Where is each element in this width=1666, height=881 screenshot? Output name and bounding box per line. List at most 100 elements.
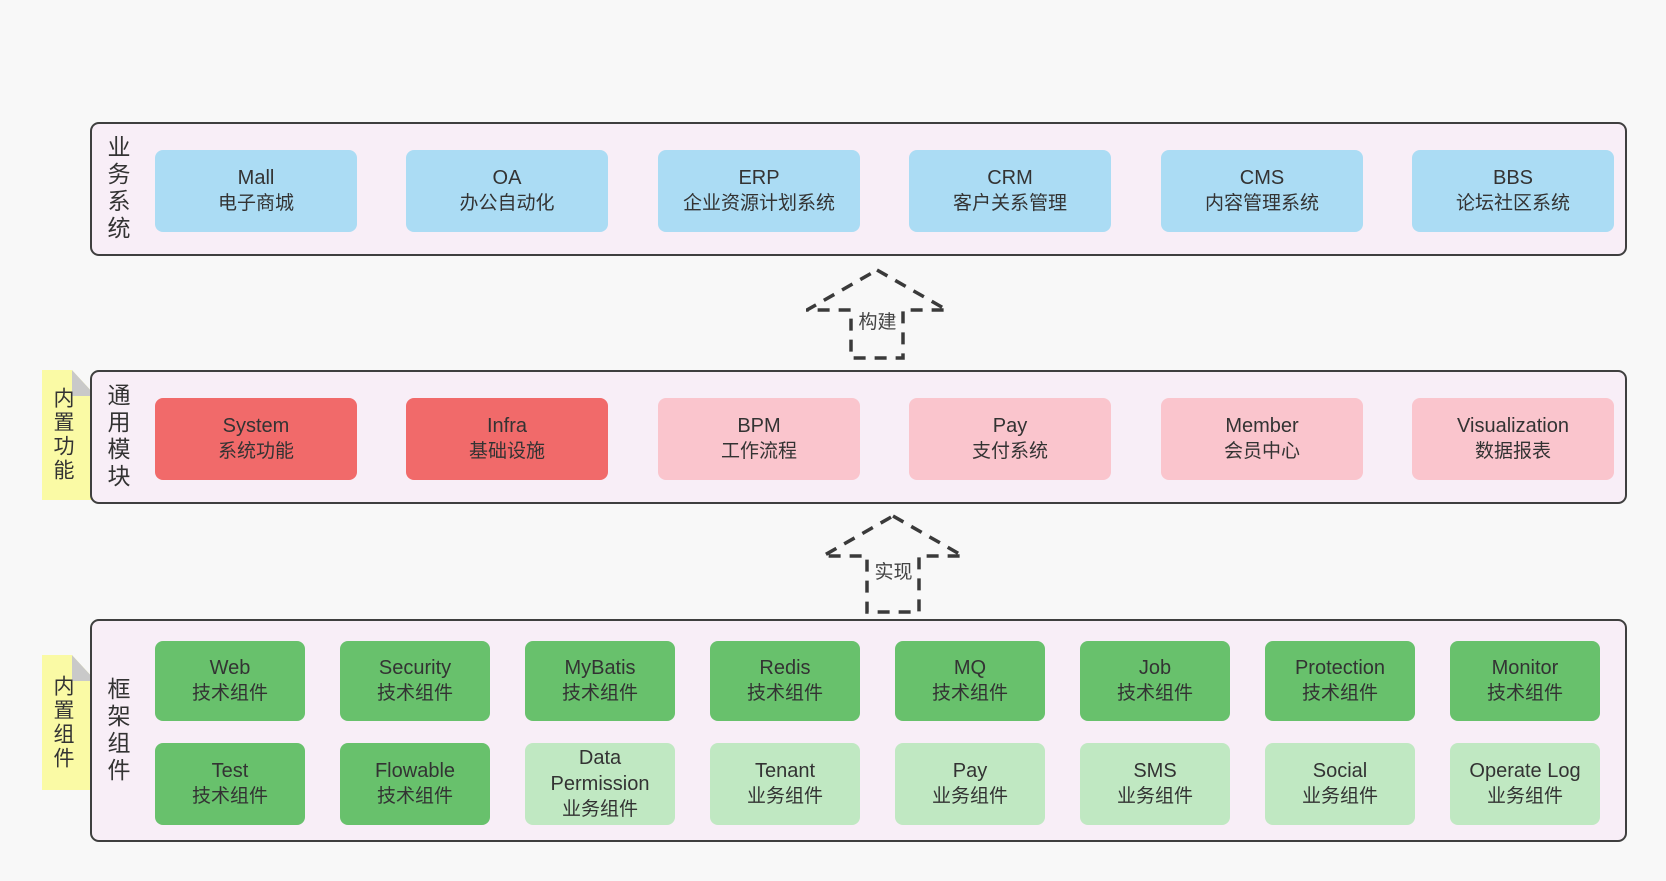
- box-title: OA: [492, 167, 522, 189]
- box-cms: CMS 内容管理系统: [1161, 150, 1363, 232]
- box-bpm: BPM 工作流程: [658, 398, 860, 480]
- box-subtitle: 支付系统: [971, 441, 1048, 462]
- box-title: Tenant: [754, 760, 816, 782]
- box-title: Pay: [952, 760, 988, 782]
- box-oa: OA 办公自动化: [406, 150, 608, 232]
- box-subtitle: 业务组件: [1116, 786, 1193, 807]
- box-title: Member: [1225, 415, 1299, 437]
- box-subtitle: 技术组件: [1486, 683, 1563, 704]
- box-subtitle: 会员中心: [1223, 441, 1300, 462]
- sticky-builtin-components: 内置组件: [42, 655, 96, 790]
- box-subtitle: 技术组件: [376, 683, 453, 704]
- box-subtitle: 企业资源计划系统: [682, 193, 835, 214]
- box-title: Web: [209, 657, 251, 679]
- layer-common-modules: 通用模块 System 系统功能 Infra 基础设施 BPM 工作流程 Pay…: [90, 370, 1627, 504]
- box-subtitle: 客户关系管理: [952, 193, 1067, 214]
- box-subtitle: 内容管理系统: [1204, 193, 1319, 214]
- box-visualization: Visualization 数据报表: [1412, 398, 1614, 480]
- box-title: Operate Log: [1469, 760, 1581, 782]
- layer-business-systems: 业务系统 Mall 电子商城 OA 办公自动化 ERP 企业资源计划系统 CRM…: [90, 122, 1627, 256]
- box-security: Security 技术组件: [340, 641, 490, 721]
- box-member: Member 会员中心: [1161, 398, 1363, 480]
- box-title: Protection: [1294, 657, 1386, 679]
- sticky-label: 内置组件: [51, 674, 74, 771]
- box-data-permission: Data Permission 业务组件: [525, 743, 675, 825]
- layer-label-common-modules: 通用模块: [104, 383, 130, 491]
- box-title: MQ: [953, 657, 987, 679]
- box-pay-component: Pay 业务组件: [895, 743, 1045, 825]
- box-title: CMS: [1239, 167, 1285, 189]
- box-tenant: Tenant 业务组件: [710, 743, 860, 825]
- box-title: Infra: [486, 415, 528, 437]
- box-test: Test 技术组件: [155, 743, 305, 825]
- box-title: Social: [1312, 760, 1368, 782]
- box-title: Mall: [237, 167, 275, 189]
- box-subtitle: 数据报表: [1474, 441, 1551, 462]
- box-subtitle: 技术组件: [191, 683, 268, 704]
- box-subtitle: 业务组件: [561, 799, 638, 820]
- box-flowable: Flowable 技术组件: [340, 743, 490, 825]
- framework-components-row-1: Web 技术组件 Security 技术组件 MyBatis 技术组件 Redi…: [92, 621, 1625, 840]
- box-subtitle: 技术组件: [1301, 683, 1378, 704]
- box-monitor: Monitor 技术组件: [1450, 641, 1600, 721]
- box-mall: Mall 电子商城: [155, 150, 357, 232]
- box-operate-log: Operate Log 业务组件: [1450, 743, 1600, 825]
- box-mybatis: MyBatis 技术组件: [525, 641, 675, 721]
- box-title: BBS: [1492, 167, 1534, 189]
- box-subtitle: 系统功能: [217, 441, 294, 462]
- layer-label-business-systems: 业务系统: [104, 135, 130, 243]
- box-title: Flowable: [374, 760, 456, 782]
- box-pay-system: Pay 支付系统: [909, 398, 1111, 480]
- box-title: Visualization: [1457, 415, 1569, 437]
- box-subtitle: 电子商城: [217, 193, 294, 214]
- box-infra: Infra 基础设施: [406, 398, 608, 480]
- box-redis: Redis 技术组件: [710, 641, 860, 721]
- box-erp: ERP 企业资源计划系统: [658, 150, 860, 232]
- box-subtitle: 技术组件: [191, 786, 268, 807]
- box-subtitle: 业务组件: [746, 786, 823, 807]
- arrow-implement-label: 实现: [871, 556, 916, 585]
- box-system: System 系统功能: [155, 398, 357, 480]
- box-sms: SMS 业务组件: [1080, 743, 1230, 825]
- box-title: SMS: [1133, 760, 1177, 782]
- box-subtitle: 技术组件: [561, 683, 638, 704]
- box-title: Security: [378, 657, 452, 679]
- arrow-implement: 实现: [822, 510, 965, 616]
- box-subtitle: 论坛社区系统: [1455, 193, 1570, 214]
- sticky-builtin-features: 内置功能: [42, 370, 96, 500]
- arrow-build-label: 构建: [855, 306, 900, 335]
- box-bbs: BBS 论坛社区系统: [1412, 150, 1614, 232]
- arrow-build: 构建: [806, 266, 949, 362]
- box-social: Social 业务组件: [1265, 743, 1415, 825]
- sticky-label: 内置功能: [51, 387, 74, 483]
- box-subtitle: 技术组件: [376, 786, 453, 807]
- box-web: Web 技术组件: [155, 641, 305, 721]
- layer-label-framework-components: 框架组件: [104, 676, 130, 785]
- box-title: System: [222, 415, 290, 437]
- framework-components-row-2: Test 技术组件 Flowable 技术组件 Data Permission …: [92, 621, 1625, 840]
- box-title: Pay: [992, 415, 1028, 437]
- box-job: Job 技术组件: [1080, 641, 1230, 721]
- box-subtitle: 办公自动化: [459, 193, 555, 214]
- box-title: Data Permission: [550, 747, 650, 795]
- box-title: Test: [211, 760, 249, 782]
- common-modules-row: System 系统功能 Infra 基础设施 BPM 工作流程 Pay 支付系统…: [92, 372, 1625, 502]
- box-title: MyBatis: [564, 657, 636, 679]
- box-subtitle: 业务组件: [931, 786, 1008, 807]
- box-subtitle: 业务组件: [1486, 786, 1563, 807]
- layer-framework-components: 框架组件 Web 技术组件 Security 技术组件 MyBatis 技术组件…: [90, 619, 1627, 842]
- box-title: Job: [1138, 657, 1172, 679]
- box-subtitle: 技术组件: [746, 683, 823, 704]
- box-mq: MQ 技术组件: [895, 641, 1045, 721]
- box-subtitle: 技术组件: [1116, 683, 1193, 704]
- box-subtitle: 基础设施: [468, 441, 545, 462]
- box-title: BPM: [737, 415, 781, 437]
- box-title: Redis: [759, 657, 811, 679]
- box-title: ERP: [738, 167, 780, 189]
- box-protection: Protection 技术组件: [1265, 641, 1415, 721]
- box-subtitle: 工作流程: [720, 441, 797, 462]
- box-title: Monitor: [1491, 657, 1559, 679]
- box-subtitle: 业务组件: [1301, 786, 1378, 807]
- box-title: CRM: [987, 167, 1033, 189]
